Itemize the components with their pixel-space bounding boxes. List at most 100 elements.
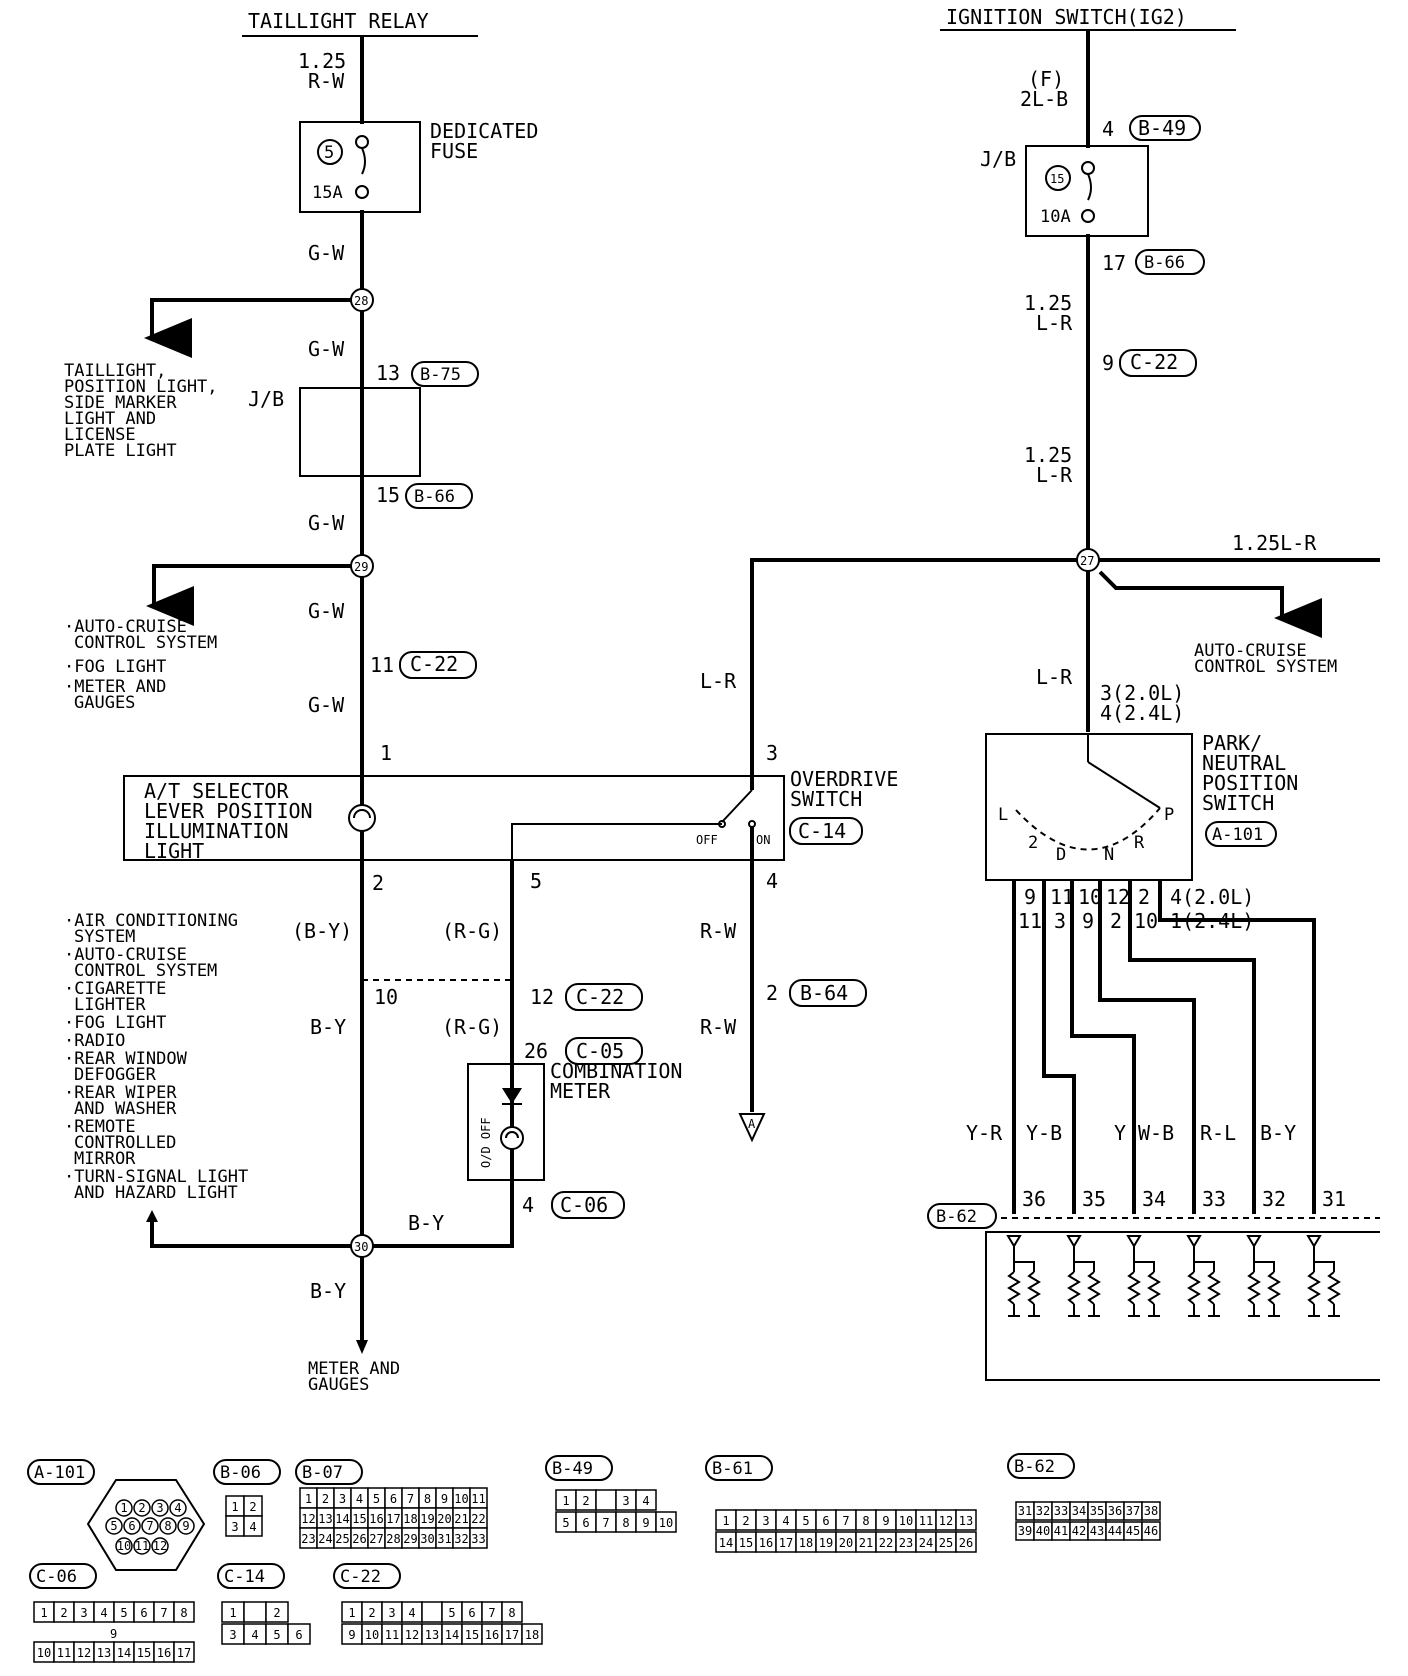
svg-text:31: 31 (1322, 1187, 1346, 1211)
svg-text:B-06: B-06 (220, 1463, 261, 1483)
connector-label-b-06: B-06 (213, 1459, 281, 1485)
od-off-label: O/D OFF (479, 1117, 493, 1168)
svg-text:9: 9 (1102, 351, 1114, 375)
connector-b75-badge (411, 361, 479, 387)
connector-pin: 7 (160, 1606, 167, 1620)
connector-label-c-22: C-22 (333, 1563, 401, 1589)
connector-pin: 17 (779, 1536, 793, 1550)
svg-text:2: 2 (1138, 885, 1150, 909)
connector-pin: 4 (249, 1520, 256, 1534)
connector-b64-badge (789, 979, 867, 1007)
svg-text:26: 26 (524, 1039, 548, 1063)
selector-overdrive-box (123, 775, 785, 861)
svg-text:35: 35 (1082, 1187, 1106, 1211)
wire-by-1: B-Y (310, 1015, 346, 1039)
svg-text:SYSTEM: SYSTEM (74, 927, 135, 947)
connector-pin: 6 (468, 1606, 475, 1620)
connector-pin: 3 (156, 1501, 163, 1515)
svg-text:R: R (1134, 833, 1145, 853)
connector-c22-badge-left (399, 651, 477, 679)
connector-pin: 4 (251, 1628, 258, 1642)
svg-text:LIGHT AND: LIGHT AND (64, 409, 156, 429)
svg-text:(F): (F) (1028, 67, 1064, 91)
svg-text:A-101: A-101 (34, 1463, 85, 1483)
connector-c14-badge (789, 817, 863, 845)
wire-gw-3: G-W (308, 511, 345, 535)
svg-text:Y-R: Y-R (966, 1121, 1003, 1145)
connector-pin: 11 (471, 1492, 485, 1506)
connector-pin: 23 (899, 1536, 913, 1550)
connector-pin: 43 (1090, 1524, 1104, 1538)
connector-label-b-07: B-07 (295, 1459, 363, 1485)
wire-by-paren: (B-Y) (292, 919, 352, 943)
svg-text:C-22: C-22 (576, 985, 624, 1009)
connector-pin: 5 (802, 1514, 809, 1528)
svg-text:·RADIO: ·RADIO (64, 1031, 125, 1051)
connector-pin: 4 (100, 1606, 107, 1620)
svg-text:·REMOTE: ·REMOTE (64, 1117, 136, 1137)
svg-text:4(2.0L): 4(2.0L) (1170, 885, 1254, 909)
connector-pin: 8 (424, 1492, 431, 1506)
connector-pin: 33 (471, 1532, 485, 1546)
svg-text:A-101: A-101 (1212, 825, 1263, 845)
connector-pin: 45 (1126, 1524, 1140, 1538)
connector-pin: 9 (110, 1627, 117, 1641)
diode-icon (502, 1088, 522, 1104)
svg-text:·CIGARETTE: ·CIGARETTE (64, 979, 166, 999)
svg-text:C-05: C-05 (576, 1039, 624, 1063)
connector-pin: 12 (77, 1646, 91, 1660)
svg-text:L: L (998, 805, 1008, 825)
connector-pin: 16 (369, 1512, 383, 1526)
connector-pin: 1 (231, 1500, 238, 1514)
connector-pin: 7 (146, 1519, 153, 1533)
dedicated-fuse-box (299, 121, 421, 213)
connector-pin: 24 (318, 1532, 332, 1546)
connector-pin: 17 (177, 1646, 191, 1660)
svg-text:15: 15 (1050, 172, 1064, 186)
svg-text:NEUTRAL: NEUTRAL (1202, 751, 1286, 775)
svg-text:D: D (1056, 845, 1066, 865)
switch-positions: L 2 D N R P (998, 805, 1174, 865)
connector-pin: 11 (919, 1514, 933, 1528)
connector-pin: 1 (40, 1606, 47, 1620)
svg-text:12: 12 (530, 985, 554, 1009)
connector-pin: 6 (128, 1519, 135, 1533)
connector-pin: 32 (1036, 1504, 1050, 1518)
junction-29-destinations: ·AUTO-CRUISE CONTROL SYSTEM ·FOG LIGHT ·… (64, 617, 217, 713)
left-circuit: TAILLIGHT RELAY 1.25 R-W 5 15A DEDICATED… (64, 9, 785, 1395)
connector-pin: 10 (659, 1516, 673, 1530)
svg-text:4: 4 (766, 869, 778, 893)
connector-pin: 44 (1108, 1524, 1122, 1538)
connector-pin: 16 (157, 1646, 171, 1660)
branch-wire-label: 1.25L-R (1232, 531, 1317, 555)
connector-pin: 2 (60, 1606, 67, 1620)
connector-pin: 20 (839, 1536, 853, 1550)
connector-pin: 18 (525, 1628, 539, 1642)
connector-pin: 15 (137, 1646, 151, 1660)
connector-pin: 39 (1018, 1524, 1032, 1538)
connector-pin: 8 (180, 1606, 187, 1620)
connector-pin: 3 (80, 1606, 87, 1620)
svg-text:13: 13 (376, 361, 400, 385)
svg-text:B-62: B-62 (936, 1207, 977, 1227)
connector-pin: 26 (352, 1532, 366, 1546)
svg-text:N: N (1104, 845, 1114, 865)
connector-pin: 10 (37, 1646, 51, 1660)
connector-pin: 38 (1144, 1504, 1158, 1518)
svg-text:SWITCH: SWITCH (1202, 791, 1274, 815)
connector-pin: 8 (164, 1519, 171, 1533)
svg-text:METER AND: METER AND (308, 1359, 400, 1379)
connector-pin: 14 (719, 1536, 733, 1550)
connector-pin: 1 (120, 1501, 127, 1515)
connector-pin: 14 (335, 1512, 349, 1526)
svg-text:CONTROL SYSTEM: CONTROL SYSTEM (74, 633, 217, 653)
wire-lr-right-1: L-R (1036, 311, 1073, 335)
jb-label-left: J/B (248, 387, 284, 411)
connector-pin: 6 (390, 1492, 397, 1506)
connector-pin: 18 (799, 1536, 813, 1550)
ecu-input-circuit (1246, 1235, 1281, 1317)
